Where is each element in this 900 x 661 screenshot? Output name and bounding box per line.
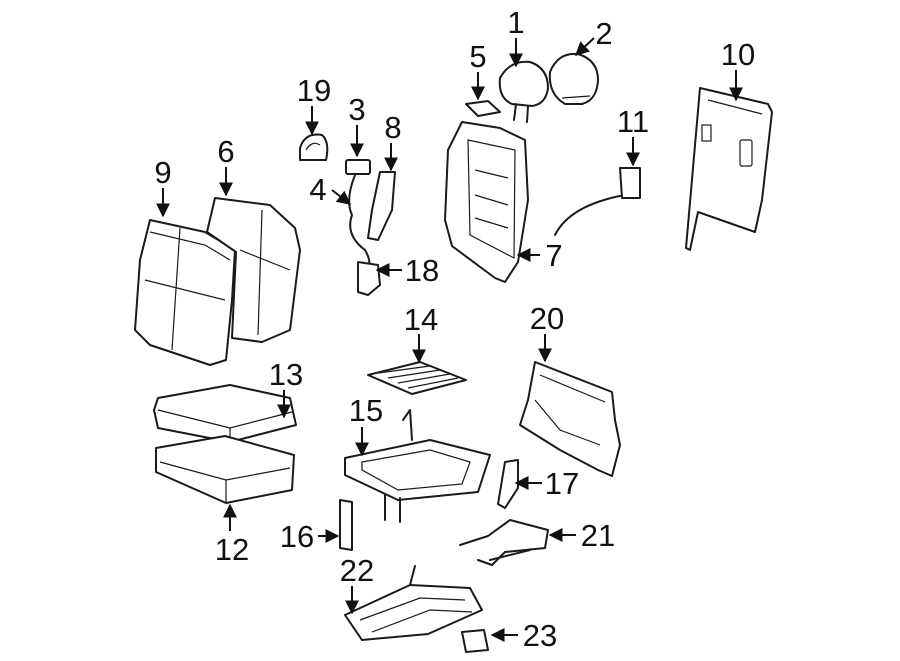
callout-23: 23 <box>523 618 557 653</box>
callout-6: 6 <box>217 134 234 169</box>
back-panel <box>685 87 773 251</box>
callout-15: 15 <box>349 393 383 428</box>
leader-line-4 <box>331 189 352 205</box>
headrest-2 <box>548 52 599 105</box>
seat-back-cushion-rear <box>206 197 301 343</box>
seat-back-frame <box>444 121 529 283</box>
callout-14: 14 <box>404 302 438 337</box>
spring-mat <box>367 361 467 395</box>
small-pad <box>465 100 501 117</box>
callout-11: 11 <box>617 104 649 139</box>
callout-20: 20 <box>530 301 564 336</box>
cable-connector <box>554 167 641 236</box>
callout-18: 18 <box>405 253 439 288</box>
headrest-1 <box>498 60 549 123</box>
callout-12: 12 <box>215 532 249 567</box>
callout-10: 10 <box>721 37 755 72</box>
seat-track <box>344 565 483 641</box>
seat-back-cushion-front <box>134 219 236 366</box>
recliner-handle <box>459 519 549 566</box>
callout-16: 16 <box>280 519 314 554</box>
side-trim <box>497 459 519 509</box>
callout-19: 19 <box>297 73 331 108</box>
callout-1: 1 <box>507 5 524 40</box>
callout-17: 17 <box>545 466 579 501</box>
seat-back-shell <box>519 361 621 477</box>
callout-8: 8 <box>384 110 401 145</box>
seat-frame <box>344 409 491 523</box>
latch-assembly <box>345 159 396 296</box>
callout-2: 2 <box>595 16 612 51</box>
callout-5: 5 <box>469 39 486 74</box>
callout-9: 9 <box>154 155 171 190</box>
callout-3: 3 <box>348 92 365 127</box>
bracket <box>339 499 353 551</box>
callout-7: 7 <box>545 238 562 273</box>
seat-cushion-base <box>155 435 295 504</box>
small-bracket <box>461 629 489 653</box>
callout-4: 4 <box>309 172 326 207</box>
leader-line-2 <box>574 37 595 56</box>
trim-cap <box>299 133 329 161</box>
callout-21: 21 <box>581 518 615 553</box>
callout-22: 22 <box>340 553 374 588</box>
seat-cushion <box>153 384 297 443</box>
callout-13: 13 <box>269 357 303 392</box>
